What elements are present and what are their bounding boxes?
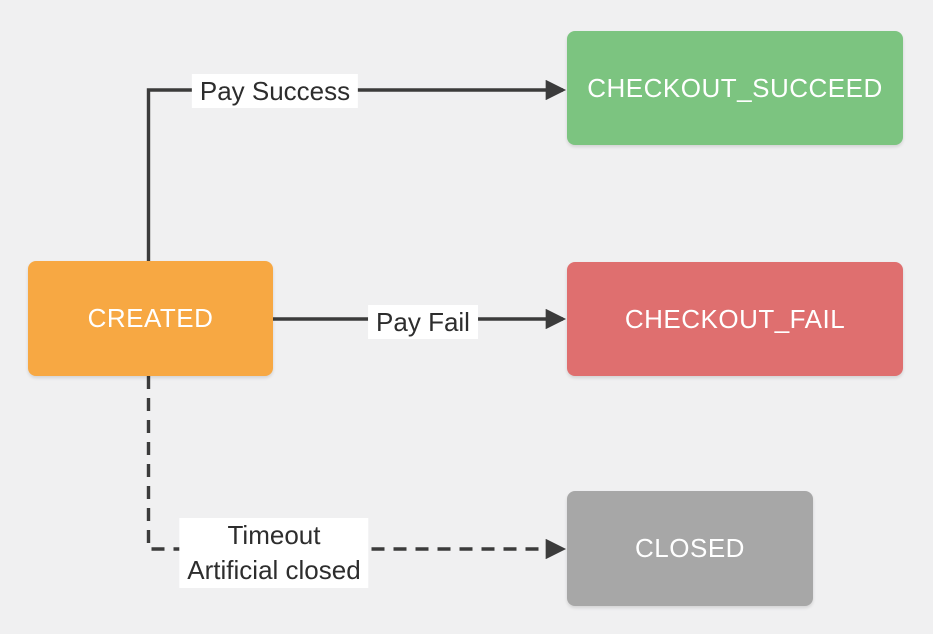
edge-label-pay-fail: Pay Fail [368,305,478,339]
node-checkout-fail-label: CHECKOUT_FAIL [624,303,846,334]
edge-label-timeout-closed: Timeout Artificial closed [179,518,369,588]
node-checkout-fail[interactable]: CHECKOUT_FAIL [567,262,903,376]
edge-label-timeout-line2: Artificial closed [187,555,361,585]
node-checkout-succeed-label: CHECKOUT_SUCCEED [587,72,883,103]
edge-label-timeout-line1: Timeout [227,520,321,550]
edge-timeout-closed-arrow [146,376,567,560]
node-closed[interactable]: CLOSED [567,491,813,606]
node-checkout-succeed[interactable]: CHECKOUT_SUCCEED [567,31,903,145]
edge-label-pay-success: Pay Success [191,74,359,108]
node-created[interactable]: CREATED [28,261,273,376]
node-closed-label: CLOSED [635,533,745,563]
edge-pay-success-arrow [146,79,567,261]
node-created-label: CREATED [87,303,214,333]
